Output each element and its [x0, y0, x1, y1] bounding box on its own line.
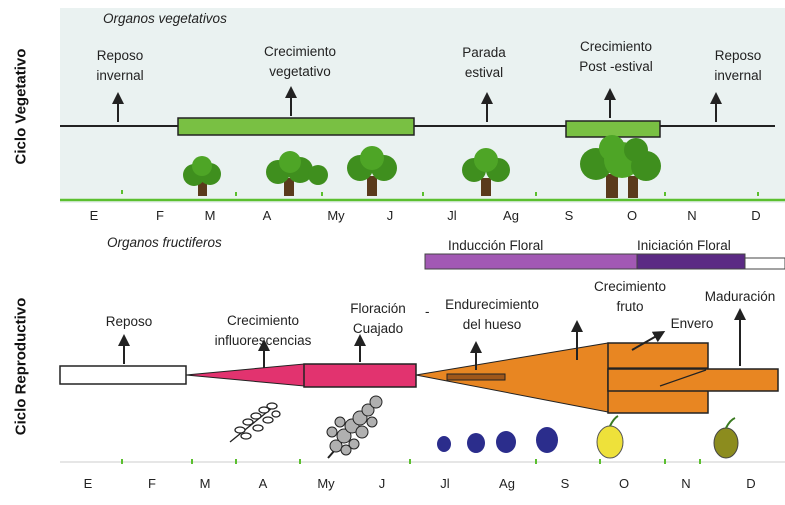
month-label: Jl	[447, 208, 456, 223]
label-reposo-invernal-2: Reposo invernal	[702, 46, 774, 86]
fruit-icon	[496, 431, 516, 453]
label-parada-estival: Parada estival	[448, 43, 520, 83]
month-label: D	[751, 208, 760, 223]
label-line: Floración	[338, 299, 418, 319]
label-line: Reposo	[94, 312, 164, 332]
month-label: O	[619, 476, 629, 491]
month-label: S	[565, 208, 574, 223]
month-label: Ag	[499, 476, 515, 491]
label-line: Crecimiento	[200, 311, 326, 331]
label-line: vegetativo	[250, 62, 350, 82]
label-line: influorescencias	[200, 331, 326, 351]
hardening-wedge	[416, 343, 608, 412]
label-crecimiento-vegetativo: Crecimiento vegetativo	[250, 42, 350, 82]
label-crecimiento-influorescencias: Crecimiento influorescencias	[200, 311, 326, 351]
vegetative-cycle-title: Ciclo Vegetativo	[13, 42, 30, 172]
iniciacion-floral-label: Iniciación Floral	[637, 238, 731, 253]
label-crecimiento-fruto: Crecimiento fruto	[580, 277, 680, 317]
month-label: Jl	[440, 476, 449, 491]
induccion-floral-label: Inducción Floral	[448, 238, 543, 253]
month-label: M	[200, 476, 211, 491]
yellow-fruit-icon	[597, 416, 623, 458]
olive-fruit-icon	[714, 418, 738, 458]
month-label: D	[746, 476, 755, 491]
induccion-floral-bar	[425, 254, 637, 269]
flowering-cluster-icon	[327, 396, 382, 458]
label-line: Crecimiento	[250, 42, 350, 62]
iniciacion-floral-tail	[745, 258, 785, 269]
fruiting-organs-title: Organos fructiferos	[107, 235, 222, 250]
label-line: invernal	[702, 66, 774, 86]
label-reposo-invernal-1: Reposo invernal	[84, 46, 156, 86]
post-estival-growth-bar	[566, 121, 660, 137]
label-line: Parada	[448, 43, 520, 63]
fruit-icon	[536, 427, 558, 453]
label-line: Reposo	[84, 46, 156, 66]
month-label: N	[687, 208, 696, 223]
label-reposo: Reposo	[94, 312, 164, 332]
month-label: My	[317, 476, 334, 491]
iniciacion-floral-bar	[637, 254, 745, 269]
month-label: Ag	[503, 208, 519, 223]
month-label: F	[156, 208, 164, 223]
vegetative-growth-bar	[178, 118, 414, 135]
hueso-bar	[447, 374, 505, 380]
fruit-icon	[437, 436, 451, 452]
month-label: A	[259, 476, 268, 491]
label-line: Reposo	[702, 46, 774, 66]
month-label: A	[263, 208, 272, 223]
label-line: invernal	[84, 66, 156, 86]
month-label: E	[84, 476, 93, 491]
month-label: S	[561, 476, 570, 491]
month-label: J	[379, 476, 386, 491]
label-maduracion: Maduración	[692, 287, 785, 307]
label-endurecimiento-hueso: Endurecimiento del hueso	[436, 295, 548, 335]
dash-separator: -	[425, 304, 430, 319]
month-label: E	[90, 208, 99, 223]
floracion-bar	[304, 364, 416, 387]
month-label: M	[205, 208, 216, 223]
month-label: N	[681, 476, 690, 491]
month-label: O	[627, 208, 637, 223]
label-line: estival	[448, 63, 520, 83]
label-line: Crecimiento	[564, 37, 668, 57]
label-line: Envero	[664, 314, 720, 334]
label-line: Maduración	[692, 287, 785, 307]
month-label: My	[327, 208, 344, 223]
inflorescence-icon	[230, 403, 280, 442]
vegetative-organs-title: Organos vegetativos	[103, 11, 227, 26]
label-floracion-cuajado: Floración Cuajado	[338, 299, 418, 339]
label-line: Post -estival	[564, 57, 668, 77]
label-line: Endurecimiento	[436, 295, 548, 315]
label-line: Cuajado	[338, 319, 418, 339]
vegetative-panel-background	[60, 8, 785, 203]
label-envero: Envero	[664, 314, 720, 334]
fruit-icon	[467, 433, 485, 453]
inflorescence-wedge	[186, 364, 304, 386]
label-crecimiento-post-estival: Crecimiento Post -estival	[564, 37, 668, 77]
maturation-bar	[608, 369, 778, 391]
month-label: F	[148, 476, 156, 491]
reproductive-cycle-title: Ciclo Reproductivo	[13, 289, 30, 445]
reposo-bar	[60, 366, 186, 384]
month-label: J	[387, 208, 394, 223]
label-line: del hueso	[436, 315, 548, 335]
label-line: Crecimiento	[580, 277, 680, 297]
